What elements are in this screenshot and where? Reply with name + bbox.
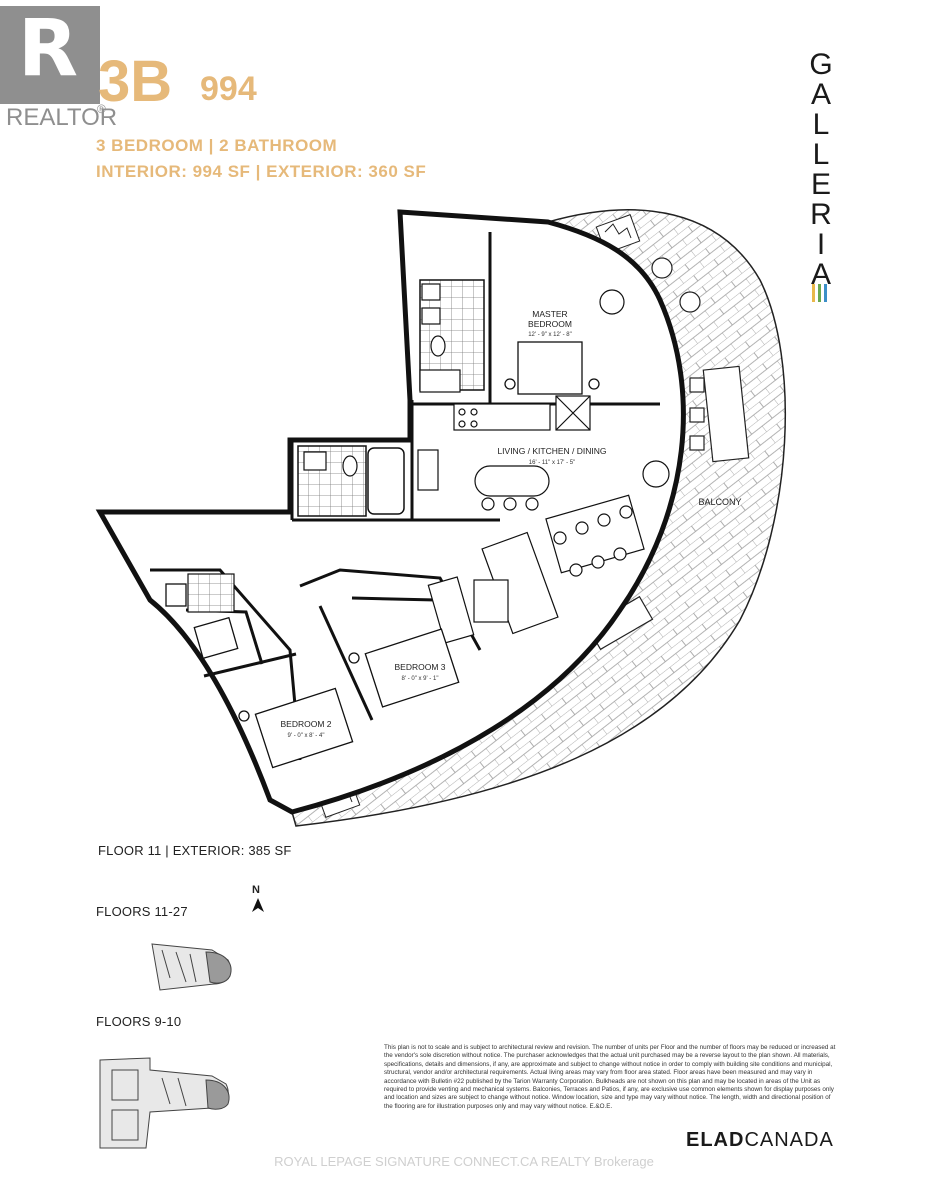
sink-icon: [303, 451, 327, 471]
living-kitchen-dining-dimensions: 16' - 11" x 17' - 5": [529, 460, 575, 466]
keyplan-floors-11-27: [151, 943, 232, 991]
bedroom2-dimensions: 9' - 0" x 8' - 4": [288, 733, 325, 739]
north-label: N: [252, 884, 260, 896]
brand-letter: L: [812, 108, 830, 141]
brand-color-bar: [812, 284, 815, 302]
bedroom3-bed: [364, 628, 460, 708]
living-furniture: [427, 494, 645, 644]
floor-exterior-note: FLOOR 11 | EXTERIOR: 385 SF: [98, 843, 292, 858]
brokerage-watermark: ROYAL LEPAGE SIGNATURE CONNECT.CA REALTY…: [274, 1154, 654, 1169]
keyplan-floors-9-10: [99, 1057, 230, 1149]
realtor-logo-text: REALTOR: [6, 104, 118, 131]
realtor-registered-mark: ®: [97, 102, 106, 116]
unit-name: 3B: [98, 49, 173, 114]
brand-color-bar: [818, 284, 821, 302]
realtor-logo-letter: R: [18, 4, 79, 94]
balcony-label: BALCONY: [698, 497, 741, 507]
keyplan-upper-label: FLOORS 11-27: [96, 904, 188, 919]
brand-color-bar: [824, 284, 827, 302]
bedroom2-label: BEDROOM 2: [280, 719, 331, 729]
master-bed: [517, 341, 583, 395]
shower-icon: [419, 369, 461, 393]
north-arrow-icon: [252, 898, 264, 912]
master-bedroom-dimensions: 12' - 9" x 12' - 8": [528, 332, 572, 338]
brand-letter: R: [810, 198, 832, 231]
master-bedroom-label-2: BEDROOM: [528, 319, 572, 329]
brand-letter: G: [809, 48, 833, 81]
bathtub: [367, 447, 405, 515]
brand-letter: L: [812, 138, 830, 171]
brand-letter: I: [816, 228, 826, 261]
sink-icon: [421, 283, 441, 301]
laundry-tile: [187, 573, 235, 613]
brand-letter: A: [810, 258, 831, 291]
unit-rooms: 3 BEDROOM | 2 BATHROOM: [96, 136, 338, 155]
bedroom3-label: BEDROOM 3: [394, 662, 445, 672]
brand-color-bars: [812, 284, 830, 307]
developer-logo: ELADCANADA: [686, 1129, 834, 1152]
keyplan-lower-label: FLOORS 9-10: [96, 1014, 182, 1029]
brand-letter: E: [810, 168, 831, 201]
kitchen-counter: [453, 289, 670, 511]
living-kitchen-dining-label: LIVING / KITCHEN / DINING: [497, 446, 606, 456]
realtor-logo: R: [0, 6, 100, 104]
toilet-icon: [342, 455, 358, 477]
sink-icon: [421, 307, 441, 325]
developer-logo-part2: CANADA: [744, 1129, 834, 1151]
developer-logo-part1: ELAD: [686, 1129, 745, 1151]
toilet-icon: [430, 335, 446, 357]
shower-icon: [417, 449, 439, 491]
brand-letter: A: [810, 78, 831, 111]
unit-size: 994: [200, 70, 257, 108]
disclaimer-text: This plan is not to scale and is subject…: [384, 1044, 836, 1110]
bedroom3-dimensions: 8' - 0" x 9' - 1": [402, 676, 439, 682]
bedroom2-bed: [254, 687, 354, 769]
unit-areas: INTERIOR: 994 SF | EXTERIOR: 360 SF: [96, 162, 427, 181]
master-bedroom-label: MASTER: [532, 309, 567, 319]
